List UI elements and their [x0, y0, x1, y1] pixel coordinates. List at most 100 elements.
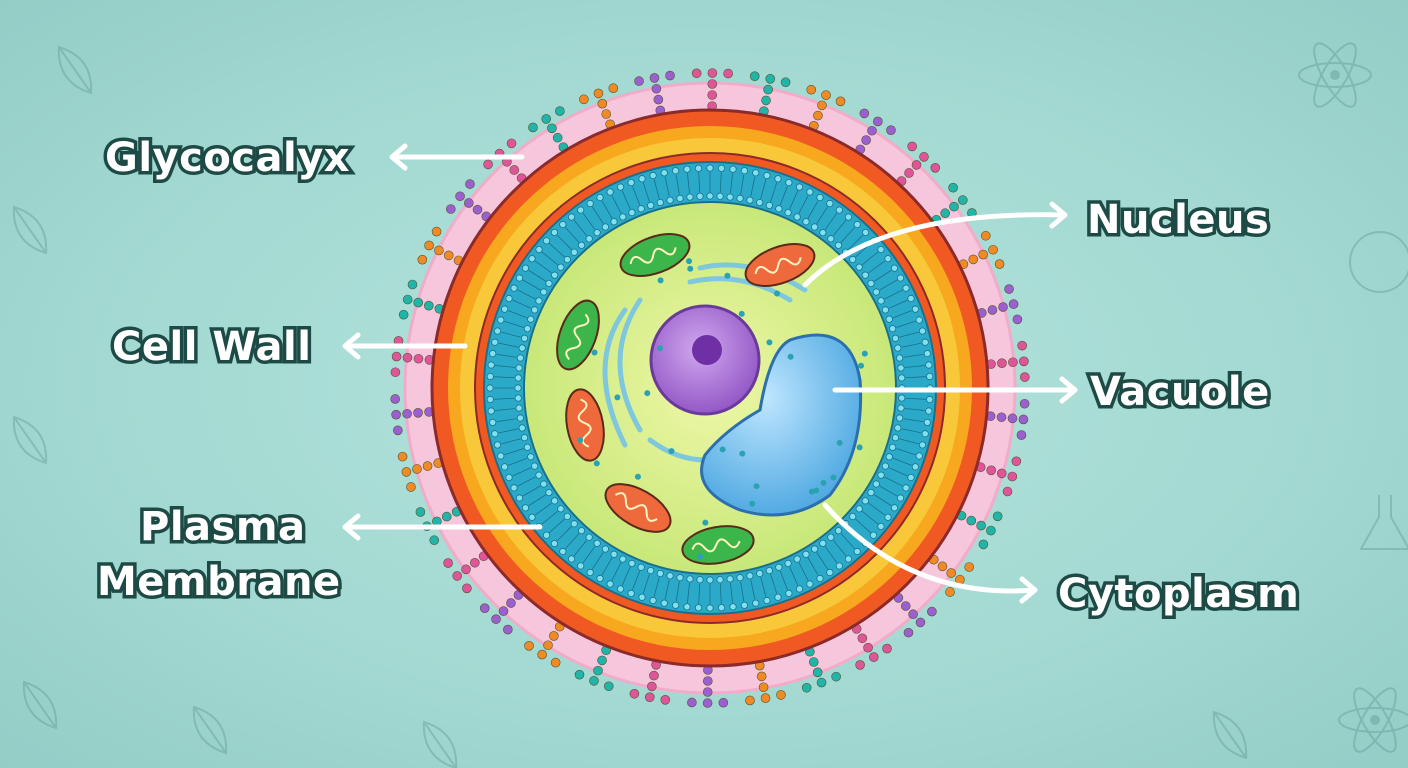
- lipid-head: [551, 229, 557, 235]
- lipid-head: [528, 454, 534, 460]
- lipid-head: [892, 335, 898, 341]
- leaf-icon: [415, 716, 465, 768]
- label-nucleus: Nucleus: [1087, 197, 1269, 243]
- lipid-head: [629, 560, 635, 566]
- lipid-head: [926, 396, 932, 402]
- lipid-head: [885, 255, 891, 261]
- lipid-head: [882, 463, 888, 469]
- lipid-head: [803, 219, 809, 225]
- lipid-head: [639, 176, 645, 182]
- lipid-head: [827, 569, 833, 575]
- lipid-head: [687, 194, 693, 200]
- lipid-head: [707, 577, 713, 583]
- ribosome: [702, 520, 708, 526]
- lipid-head: [741, 168, 747, 174]
- leaf-icon: [1205, 706, 1255, 764]
- lipid-head: [661, 170, 667, 176]
- lipid-head: [807, 189, 813, 195]
- lipid-head: [516, 365, 522, 371]
- lipid-head: [896, 355, 902, 361]
- lipid-head: [564, 256, 570, 262]
- lipid-head: [897, 275, 903, 281]
- ribosome: [862, 351, 868, 357]
- lipid-head: [517, 415, 523, 421]
- lipid-head: [892, 434, 898, 440]
- lipid-head: [897, 495, 903, 501]
- lipid-head: [764, 172, 770, 178]
- ribosome: [857, 444, 863, 450]
- lipid-head: [898, 405, 904, 411]
- lipid-head: [515, 375, 521, 381]
- atom-icon: [1339, 683, 1408, 757]
- lipid-head: [854, 548, 860, 554]
- nucleus: [651, 306, 759, 414]
- lipid-head: [571, 521, 577, 527]
- lipid-head: [587, 200, 593, 206]
- lipid-head: [873, 481, 879, 487]
- lipid-head: [492, 431, 498, 437]
- lipid-head: [898, 365, 904, 371]
- lipid-head: [515, 385, 521, 391]
- lipid-head: [594, 229, 600, 235]
- lipid-head: [718, 165, 724, 171]
- lipid-head: [919, 328, 925, 334]
- lipid-head: [672, 168, 678, 174]
- lipid-head: [836, 207, 842, 213]
- lipid-head: [827, 200, 833, 206]
- lipid-head: [794, 556, 800, 562]
- lipid-head: [498, 453, 504, 459]
- lipid-head: [677, 574, 683, 580]
- lipid-head: [516, 495, 522, 501]
- ribosome: [749, 501, 755, 507]
- lipid-head: [571, 249, 577, 255]
- leaf-icon: [50, 41, 100, 99]
- ribosome: [724, 273, 730, 279]
- lipid-head: [667, 573, 673, 579]
- label-cytoplasm: Cytoplasm: [1058, 571, 1299, 617]
- lipid-head: [811, 224, 817, 230]
- ribosome: [754, 483, 760, 489]
- leaf-icon: [5, 411, 55, 469]
- lipid-head: [568, 556, 574, 562]
- lipid-head: [803, 551, 809, 557]
- lipid-head: [628, 179, 634, 185]
- lipid-head: [908, 295, 914, 301]
- ribosome: [766, 339, 772, 345]
- ribosome: [788, 354, 794, 360]
- lipid-head: [536, 246, 542, 252]
- lipid-head: [862, 498, 868, 504]
- leaf-icon: [185, 701, 235, 759]
- lipid-head: [517, 355, 523, 361]
- label-plasma-membrane-line1: Plasma: [140, 504, 306, 550]
- lipid-head: [684, 604, 690, 610]
- lipid-head: [707, 193, 713, 199]
- lipid-head: [684, 166, 690, 172]
- lipid-head: [811, 546, 817, 552]
- lipid-head: [695, 165, 701, 171]
- lipid-head: [895, 345, 901, 351]
- lipid-head: [727, 194, 733, 200]
- lipid-head: [926, 408, 932, 414]
- lipid-head: [638, 564, 644, 570]
- ribosome: [658, 277, 664, 283]
- lipid-head: [687, 576, 693, 582]
- lipid-head: [494, 328, 500, 334]
- lipid-head: [786, 179, 792, 185]
- lipid-head: [747, 573, 753, 579]
- lipid-head: [889, 444, 895, 450]
- lipid-head: [602, 224, 608, 230]
- lipid-head: [516, 275, 522, 281]
- lipid-head: [494, 442, 500, 448]
- lipid-head: [490, 350, 496, 356]
- lipid-head: [896, 415, 902, 421]
- lipid-head: [922, 431, 928, 437]
- lipid-head: [775, 594, 781, 600]
- lipid-head: [886, 316, 892, 322]
- lipid-head: [886, 454, 892, 460]
- lipid-head: [870, 532, 876, 538]
- lipid-head: [536, 298, 542, 304]
- lipid-head: [878, 246, 884, 252]
- lipid-head: [756, 199, 762, 205]
- lipid-head: [764, 597, 770, 603]
- lipid-head: [657, 570, 663, 576]
